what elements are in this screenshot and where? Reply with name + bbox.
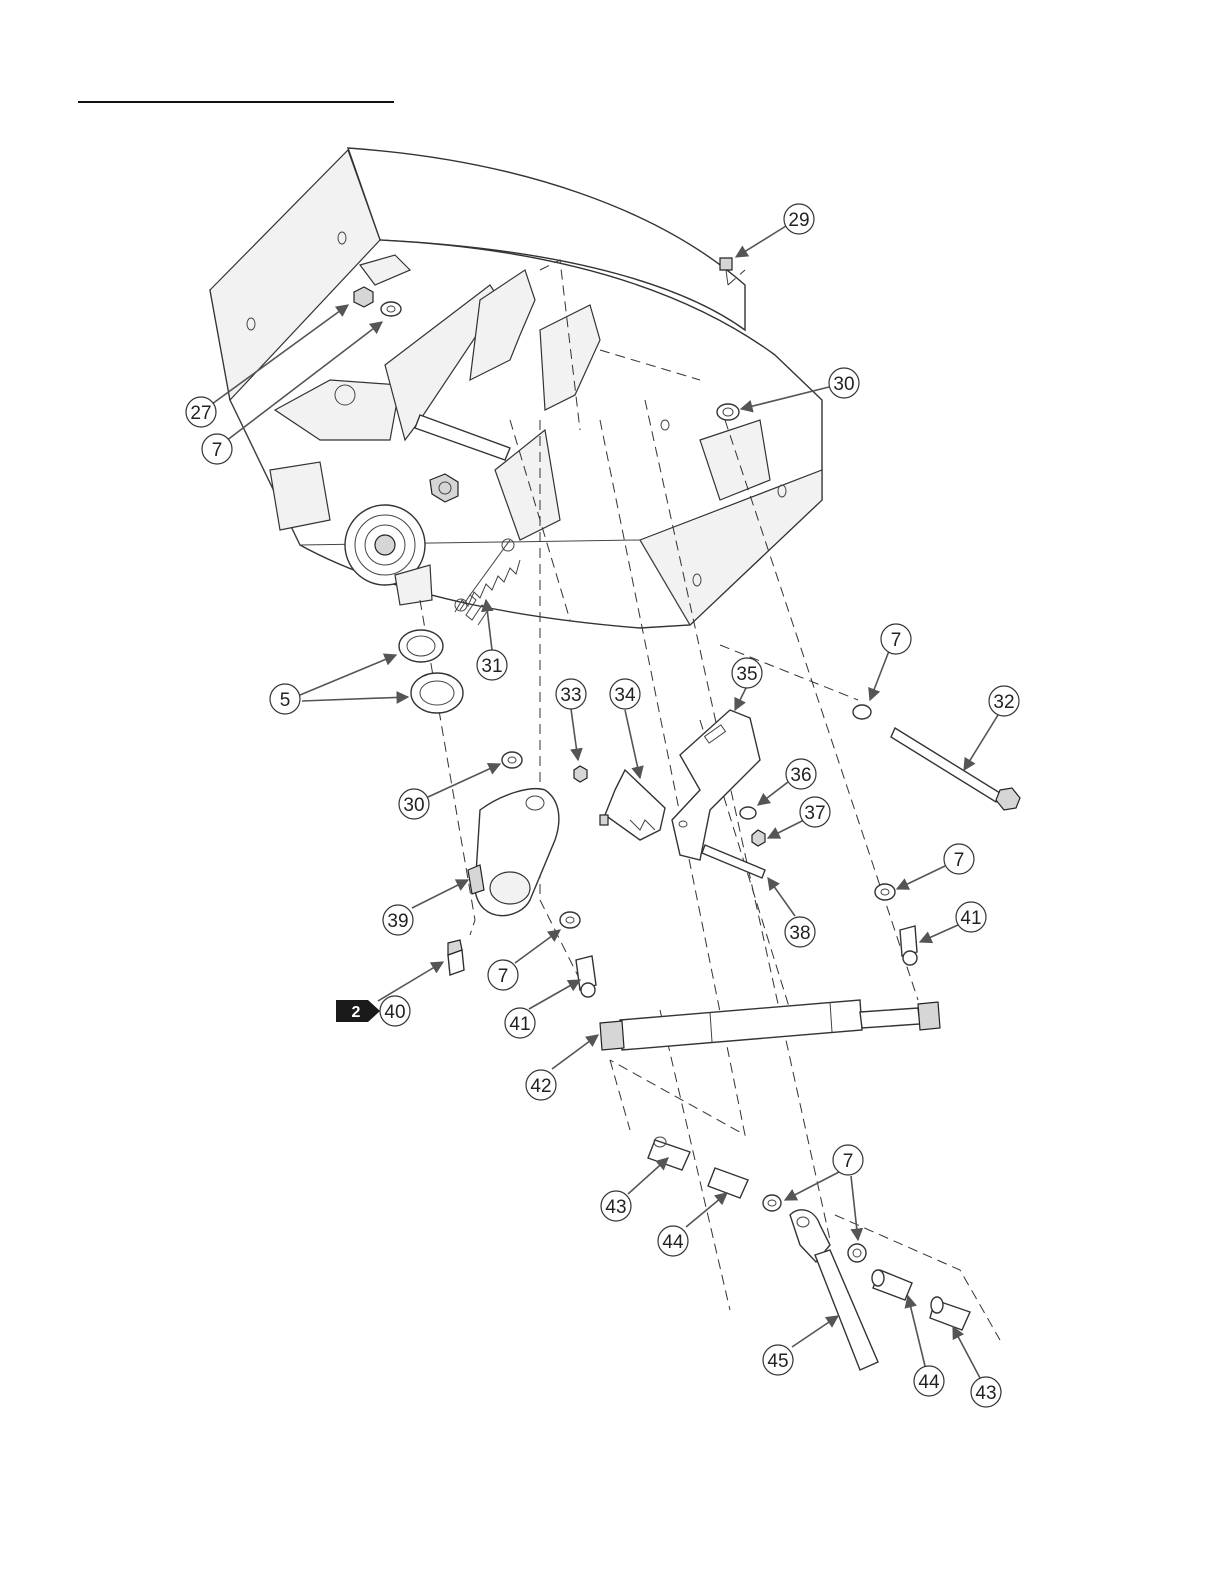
callout-30: 30	[829, 368, 859, 398]
housing-assembly	[210, 148, 822, 628]
callout-43: 43	[971, 1377, 1001, 1407]
callout-label: 7	[843, 1151, 854, 1172]
callout-label: 32	[993, 692, 1014, 713]
callout-label: 7	[954, 850, 965, 871]
callout-label: 7	[498, 966, 509, 987]
callout-44: 44	[658, 1226, 688, 1256]
callout-43: 43	[601, 1191, 631, 1221]
callout-44: 44	[914, 1366, 944, 1396]
callout-label: 7	[212, 440, 223, 461]
section-badge-label: 2	[352, 1004, 361, 1021]
callout-label: 38	[789, 923, 810, 944]
callout-7: 7	[881, 624, 911, 654]
callout-label: 27	[190, 403, 211, 424]
callout-34: 34	[610, 679, 640, 709]
callout-36: 36	[786, 759, 816, 789]
callout-41: 41	[956, 902, 986, 932]
callout-37: 37	[800, 797, 830, 827]
callout-7: 7	[202, 434, 232, 464]
callout-label: 30	[833, 374, 854, 395]
callout-label: 43	[605, 1197, 626, 1218]
callout-29: 29	[784, 204, 814, 234]
callout-label: 42	[530, 1076, 551, 1097]
callout-27: 27	[186, 397, 216, 427]
callout-39: 39	[383, 905, 413, 935]
callout-7: 7	[944, 844, 974, 874]
callout-label: 7	[891, 630, 902, 651]
callout-label: 44	[918, 1372, 940, 1393]
callout-38: 38	[785, 917, 815, 947]
callout-7: 7	[833, 1145, 863, 1175]
callout-label: 33	[560, 685, 581, 706]
callout-label: 41	[509, 1014, 530, 1035]
callout-5: 5	[270, 684, 300, 714]
callout-label: 35	[736, 664, 757, 685]
callout-label: 39	[387, 911, 408, 932]
callout-label: 29	[788, 210, 809, 231]
callout-label: 30	[403, 795, 424, 816]
callout-label: 41	[960, 908, 981, 929]
callout-label: 31	[481, 656, 502, 677]
callout-30: 30	[399, 789, 429, 819]
callout-label: 45	[767, 1351, 788, 1372]
callout-label: 34	[614, 685, 636, 706]
callout-label: 37	[804, 803, 825, 824]
callout-40: 40	[380, 996, 410, 1026]
callout-label: 40	[384, 1002, 405, 1023]
callout-31: 31	[477, 650, 507, 680]
callout-41: 41	[505, 1008, 535, 1038]
callout-label: 44	[662, 1232, 684, 1253]
callout-33: 33	[556, 679, 586, 709]
callout-45: 45	[763, 1345, 793, 1375]
callout-label: 43	[975, 1383, 996, 1404]
callout-label: 36	[790, 765, 811, 786]
section-reference-badge: 2	[336, 1000, 380, 1022]
callout-label: 5	[280, 690, 291, 711]
callout-7: 7	[488, 960, 518, 990]
lower-parts	[399, 630, 1020, 1370]
callout-35: 35	[732, 658, 762, 688]
callout-42: 42	[526, 1070, 556, 1100]
callout-32: 32	[989, 686, 1019, 716]
